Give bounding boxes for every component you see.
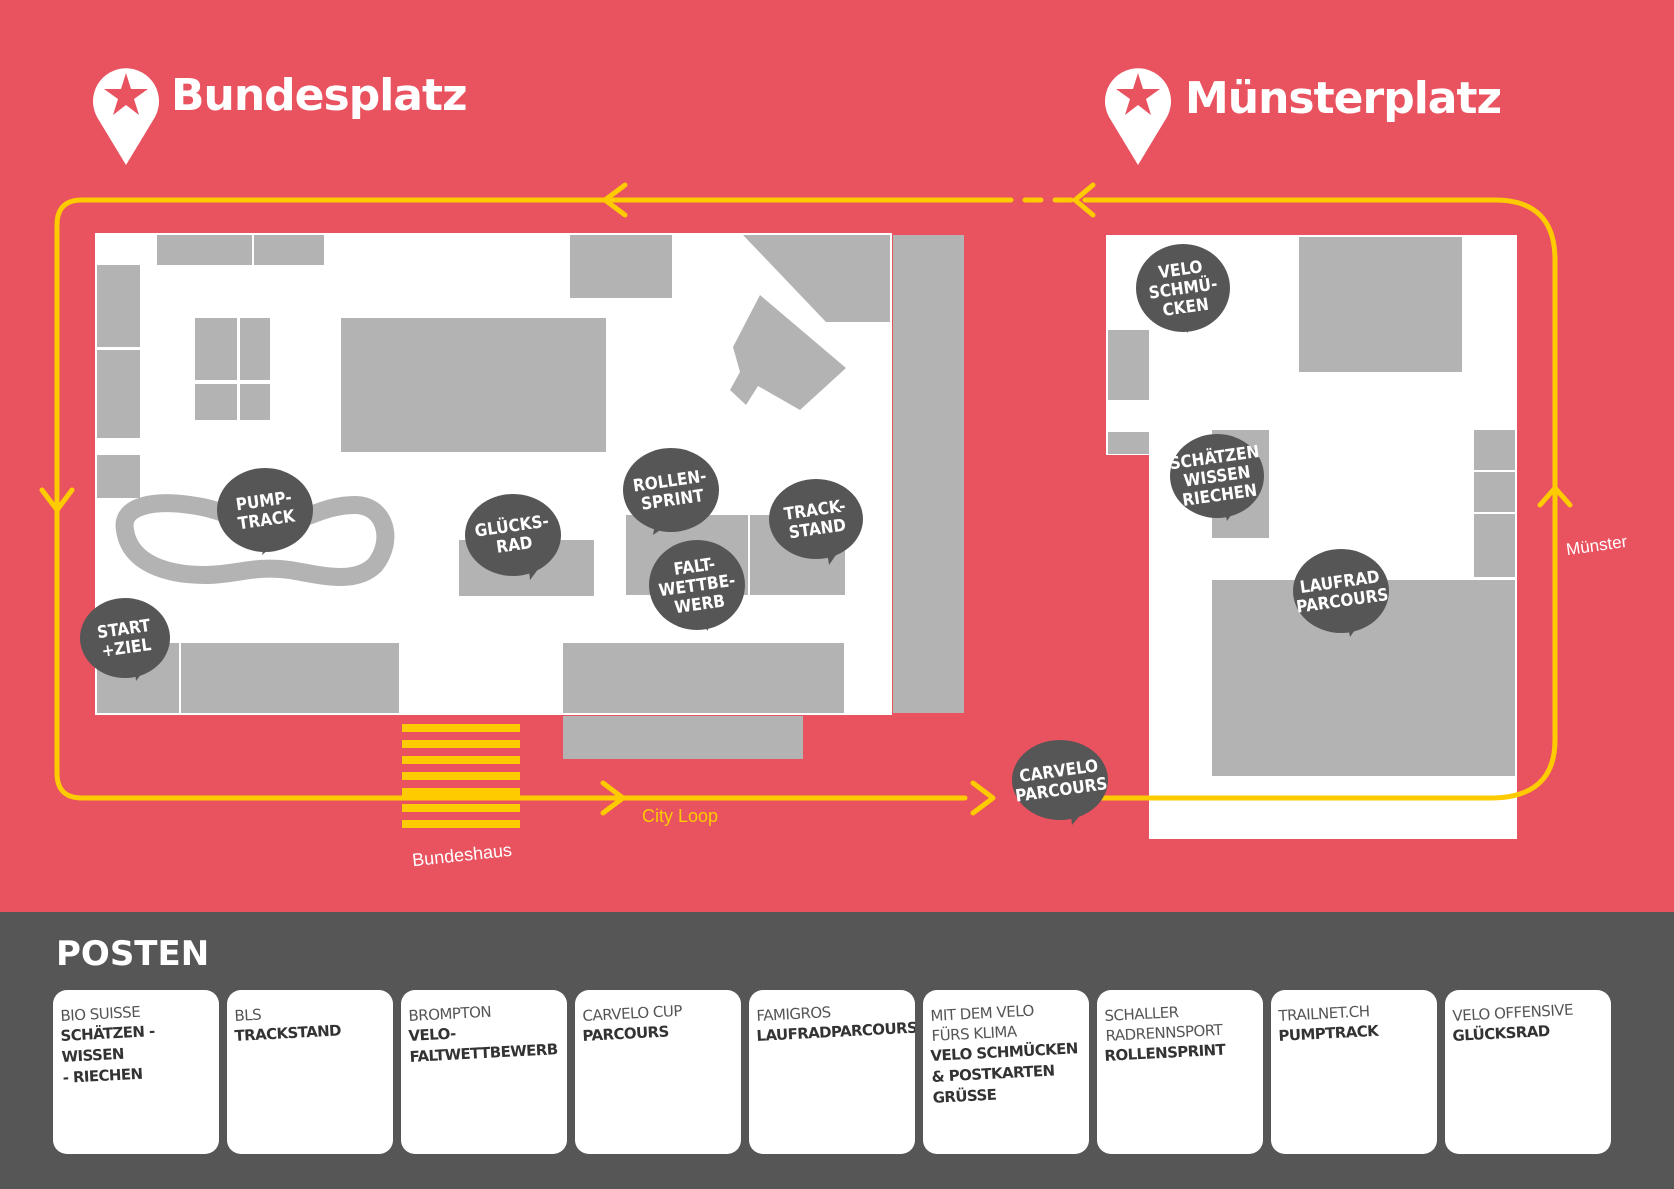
- card-station: VELO SCHMÜCKEN & POSTKARTEN GRÜSSE: [930, 1039, 1079, 1107]
- city-loop-route: [39, 182, 1573, 816]
- station-bubble-laufrad: LAUFRADPARCOURS: [1293, 549, 1390, 637]
- card-station: VELO- FALTWETTBEWERB: [408, 1024, 558, 1066]
- muensterplatz-title: Münsterplatz: [1185, 73, 1502, 124]
- city-loop-label: City Loop: [642, 806, 719, 826]
- station-bubble-start-ziel: START+ZIEL: [80, 598, 170, 681]
- buildings-bundesplatz: [97, 235, 964, 759]
- station-bubble-gluecksrad: GLÜCKS-RAD: [465, 494, 561, 580]
- station-bubble-rollensprint: ROLLEN-SPRINT: [623, 448, 719, 535]
- pumptrack-loop: [115, 494, 395, 586]
- bundesplatz-pin-icon: [93, 68, 159, 165]
- site-plan: PUMP-TRACK START+ZIEL GLÜCKS-RAD ROLLEN-SPR…: [39, 68, 1573, 839]
- station-bubble-pumptrack: PUMP-TRACK: [217, 468, 313, 555]
- bundesplatz-area: [95, 233, 892, 715]
- bundesplatz-title: Bundesplatz: [171, 70, 468, 121]
- legend-title: POSTEN: [56, 934, 210, 974]
- station-bubble-trackstand: TRACK-STAND: [769, 479, 863, 565]
- station-bubble-faltwettbewerb: FALT-WETTBE-WERB: [649, 540, 745, 631]
- muensterplatz-pin-icon: [1105, 68, 1171, 165]
- card-station: SCHÄTZEN - WISSEN - RIECHEN: [60, 1022, 156, 1087]
- bundeshaus-crosswalk: [402, 724, 520, 828]
